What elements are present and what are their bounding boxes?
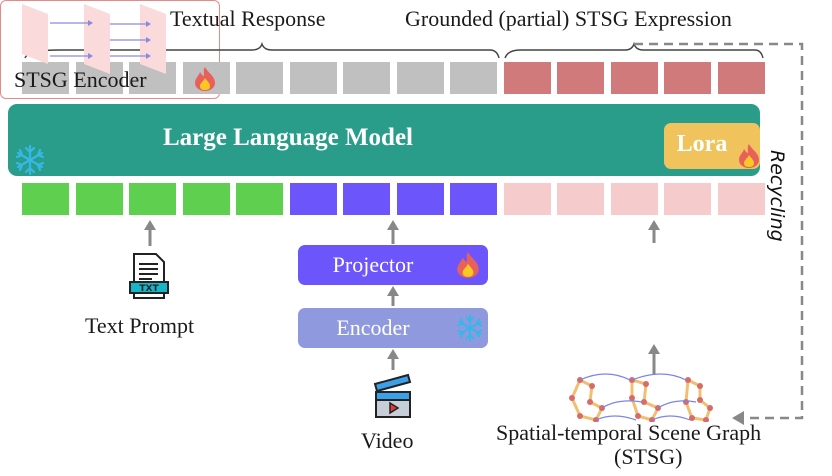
text-output-token (236, 62, 283, 94)
arrow-stsgenc-to-llm (648, 220, 660, 230)
video-input-token (343, 183, 390, 215)
txt-icon-text: TXT (139, 284, 159, 294)
video-label: Video (361, 428, 414, 453)
stsg-output-token (503, 62, 551, 94)
projector-block: Projector (298, 245, 488, 285)
stsg-input-token (557, 183, 604, 215)
textual-response-label: Textual Response (170, 6, 326, 31)
stsg-output-token (610, 62, 658, 94)
scene-graph-icon (569, 373, 713, 422)
arrow-encoder-to-projector (387, 286, 399, 296)
arrow-video-to-encoder (387, 349, 399, 359)
encoder-block: Encoder (298, 308, 488, 348)
text-output-token (343, 62, 390, 94)
stsg-input-token (664, 183, 711, 215)
stsg-output-token (557, 62, 604, 94)
text-input-token (129, 183, 176, 215)
stsg-input-token (610, 183, 658, 215)
snowflake-icon (457, 314, 483, 342)
text-input-token (22, 183, 69, 215)
video-input-token (450, 183, 497, 215)
grounded-stsg-expression-label: Grounded (partial) STSG Expression (405, 6, 732, 31)
stsg-expression-brace (222, 50, 520, 58)
text-output-token (396, 62, 444, 94)
stsg-input-token (717, 183, 765, 215)
encoder-label: Encoder (336, 315, 410, 340)
fire-icon (195, 67, 215, 91)
fire-icon (739, 144, 759, 168)
video-input-token (289, 183, 337, 215)
recycling-arrowhead (732, 411, 744, 425)
text-prompt-label: Text Prompt (85, 313, 195, 338)
text-input-token (236, 183, 283, 215)
llm-title: Large Language Model (163, 124, 413, 151)
lora-label: Lora (676, 131, 728, 157)
fire-icon (457, 252, 479, 278)
stsg-label-line2: (STSG) (614, 444, 683, 469)
large-language-model-block: Large Language Model (8, 104, 760, 176)
text-output-token (450, 62, 497, 94)
stsg-output-token (717, 62, 765, 94)
arrow-text-to-llm (144, 220, 156, 230)
arrow-projector-to-llm (387, 220, 399, 230)
stsg-encoder-block: STSG Encoder (0, 0, 220, 99)
stsg-output-token (664, 62, 711, 94)
txt-file-icon: TXT (129, 253, 169, 299)
text-input-token (182, 183, 230, 215)
stsg-encoder-label: STSG Encoder (14, 67, 147, 92)
lora-adapter: Lora (664, 123, 760, 169)
text-input-token (75, 183, 123, 215)
stsg-input-token (503, 183, 551, 215)
snowflake-icon (15, 144, 45, 176)
arrow-stsg-to-stsgenc (648, 344, 660, 354)
stsg-label-line1: Spatial-temporal Scene Graph (496, 420, 762, 445)
recycling-dashed-line (634, 42, 804, 420)
recycling-label: Recycling (766, 150, 788, 242)
video-input-token (396, 183, 444, 215)
stsg-expression-brace (504, 41, 764, 59)
video-clapperboard-icon (373, 373, 412, 418)
projector-label: Projector (332, 252, 414, 277)
text-output-token (22, 62, 69, 94)
text-output-token (289, 62, 337, 94)
stsg-encoder-layers-graphic (22, 4, 166, 74)
